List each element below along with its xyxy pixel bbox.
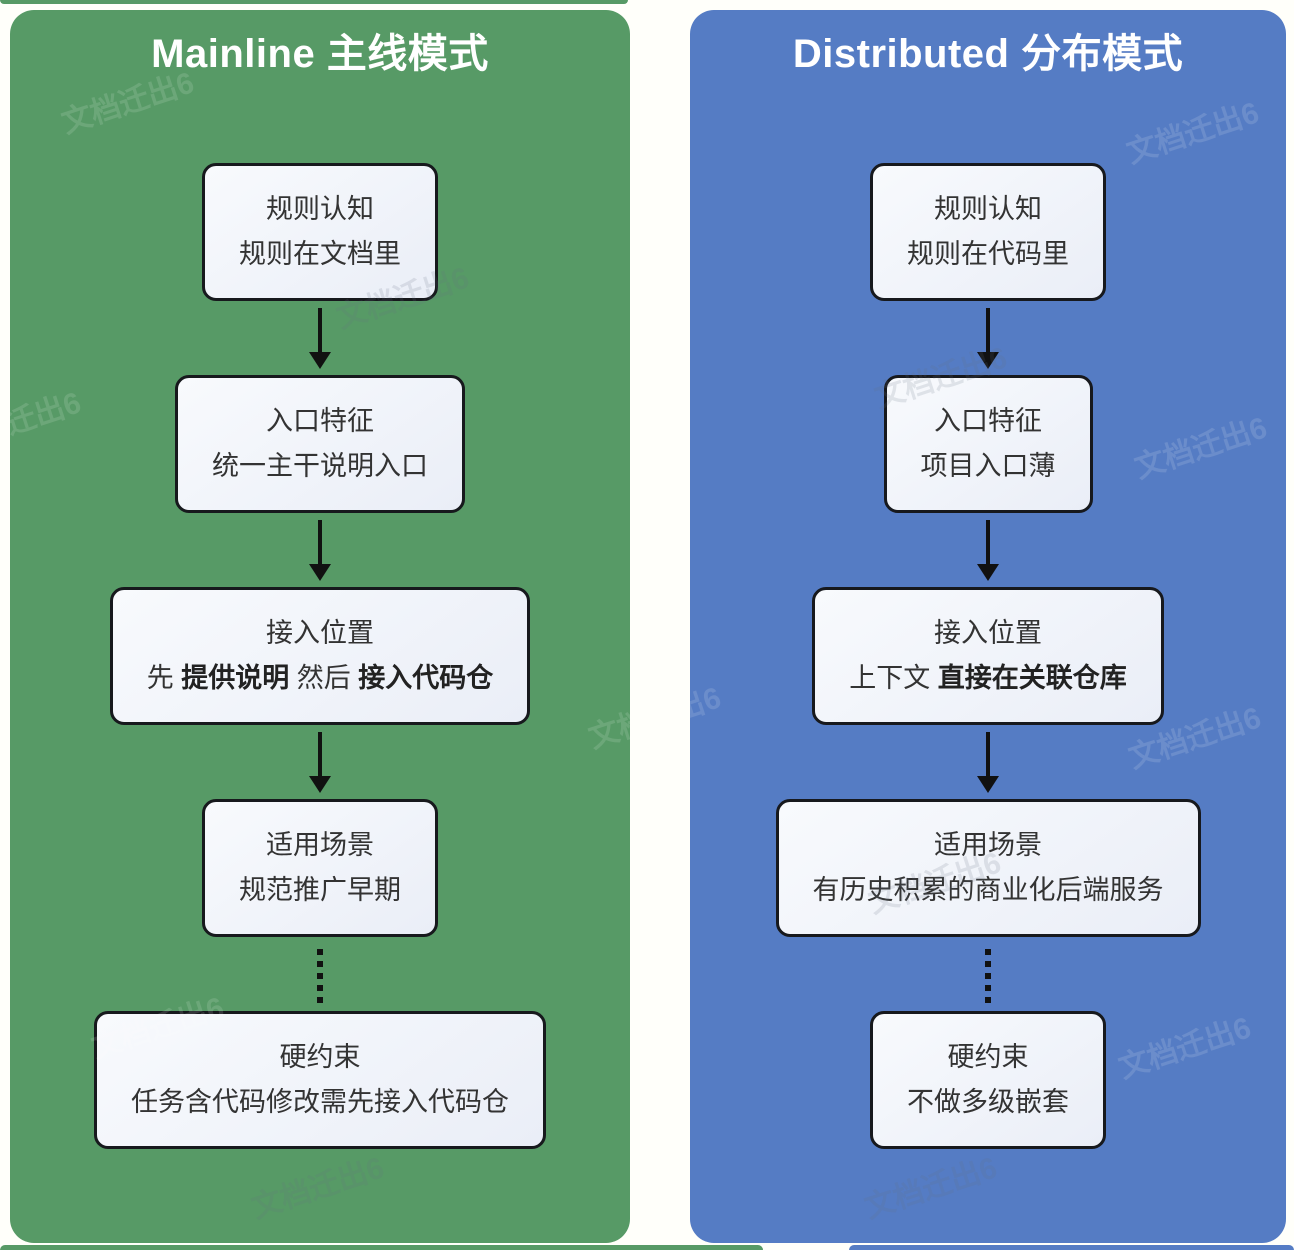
- arrow-head: [977, 351, 999, 369]
- mainline-box-hard-constraint: 硬约束 任务含代码修改需先接入代码仓: [94, 1011, 546, 1149]
- distributed-panel-title: Distributed 分布模式: [792, 32, 1184, 76]
- box-title: 适用场景: [934, 830, 1042, 860]
- box-desc-text: 不做多级嵌套: [907, 1087, 1069, 1117]
- dotted-connector: [985, 937, 991, 1011]
- distributed-flow: 规则认知 规则在代码里 入口特征 项目入口薄 接入位置 上下文 直接在关联仓库: [775, 163, 1201, 1149]
- box-desc-text: 规则在代码里: [907, 239, 1069, 269]
- arrow-shaft: [318, 731, 322, 776]
- arrow-down-icon: [977, 301, 999, 375]
- box-title: 接入位置: [933, 618, 1042, 648]
- arrow-head: [309, 563, 331, 581]
- distributed-box-hard-constraint: 硬约束 不做多级嵌套: [870, 1011, 1106, 1149]
- box-desc: 有历史积累的商业化后端服务: [813, 868, 1164, 913]
- mainline-box-entry-trait: 入口特征 统一主干说明入口: [175, 375, 465, 513]
- dot: [317, 949, 323, 955]
- box-title: 规则认知: [266, 194, 374, 224]
- arrow-shaft: [318, 519, 322, 564]
- dot: [985, 949, 991, 955]
- distributed-box-access-position: 接入位置 上下文 直接在关联仓库: [812, 587, 1164, 725]
- box-title: 硬约束: [279, 1042, 361, 1072]
- arrow-head: [977, 775, 999, 793]
- dot: [985, 961, 991, 967]
- distributed-box-use-case: 适用场景 有历史积累的商业化后端服务: [775, 799, 1201, 937]
- box-desc: 任务含代码修改需先接入代码仓: [131, 1080, 509, 1125]
- arrow-down-icon: [977, 513, 999, 587]
- box-desc: 规范推广早期: [239, 868, 401, 913]
- mainline-flow: 规则认知 规则在文档里 入口特征 统一主干说明入口 接入位置 先 提供说明 然后…: [94, 163, 546, 1149]
- mainline-box-rule-awareness: 规则认知 规则在文档里: [202, 163, 438, 301]
- box-desc-bold: 接入代码仓: [358, 663, 494, 693]
- arrow-head: [309, 351, 331, 369]
- box-desc: 规则在代码里: [907, 232, 1069, 277]
- dot: [317, 997, 323, 1003]
- dot: [317, 973, 323, 979]
- dot: [317, 961, 323, 967]
- arrow-shaft: [318, 307, 322, 352]
- arrow-down-icon: [977, 725, 999, 799]
- mainline-box-use-case: 适用场景 规范推广早期: [202, 799, 438, 937]
- box-desc: 不做多级嵌套: [907, 1080, 1069, 1125]
- arrow-shaft: [986, 307, 990, 352]
- box-desc: 项目入口薄: [921, 444, 1056, 489]
- box-title: 入口特征: [934, 406, 1042, 436]
- distributed-box-rule-awareness: 规则认知 规则在代码里: [870, 163, 1106, 301]
- box-desc-text: 先: [146, 663, 182, 693]
- arrow-shaft: [986, 731, 990, 776]
- box-desc: 规则在文档里: [239, 232, 401, 277]
- box-title: 硬约束: [947, 1042, 1029, 1072]
- dot: [985, 985, 991, 991]
- dotted-connector: [317, 937, 323, 1011]
- dot: [317, 985, 323, 991]
- distributed-box-entry-trait: 入口特征 项目入口薄: [883, 375, 1093, 513]
- box-desc: 上下文 直接在关联仓库: [849, 656, 1127, 701]
- cropped-section-edge-bottom-left: [0, 1245, 763, 1250]
- box-desc-text: 上下文: [849, 663, 938, 693]
- box-title: 规则认知: [934, 194, 1042, 224]
- mainline-panel-title: Mainline 主线模式: [151, 32, 489, 76]
- box-title: 入口特征: [266, 406, 374, 436]
- arrow-down-icon: [309, 725, 331, 799]
- distributed-panel: Distributed 分布模式 规则认知 规则在代码里 入口特征 项目入口薄 …: [690, 10, 1286, 1243]
- box-desc-bold: 直接在关联仓库: [937, 663, 1127, 693]
- mainline-box-access-position: 接入位置 先 提供说明 然后 接入代码仓: [109, 587, 531, 725]
- cropped-section-edge-top: [0, 0, 628, 4]
- dot: [985, 997, 991, 1003]
- arrow-down-icon: [309, 513, 331, 587]
- arrow-down-icon: [309, 301, 331, 375]
- box-desc: 统一主干说明入口: [212, 444, 428, 489]
- cropped-section-edge-bottom-right: [849, 1245, 1294, 1250]
- box-desc-text: 有历史积累的商业化后端服务: [812, 875, 1164, 905]
- box-desc-text: 然后: [289, 663, 359, 693]
- box-title: 接入位置: [266, 618, 374, 648]
- box-desc-text: 规范推广早期: [239, 875, 401, 905]
- arrow-shaft: [986, 519, 990, 564]
- box-desc-text: 规则在文档里: [239, 239, 401, 269]
- arrow-head: [309, 775, 331, 793]
- box-desc-text: 项目入口薄: [920, 451, 1056, 481]
- box-desc-text: 统一主干说明入口: [212, 451, 428, 481]
- dot: [985, 973, 991, 979]
- arrow-head: [977, 563, 999, 581]
- box-desc-bold: 提供说明: [181, 663, 290, 693]
- box-desc: 先 提供说明 然后 接入代码仓: [147, 656, 494, 701]
- box-title: 适用场景: [266, 830, 374, 860]
- mainline-panel: Mainline 主线模式 规则认知 规则在文档里 入口特征 统一主干说明入口 …: [10, 10, 630, 1243]
- box-desc-text: 任务含代码修改需先接入代码仓: [131, 1087, 509, 1117]
